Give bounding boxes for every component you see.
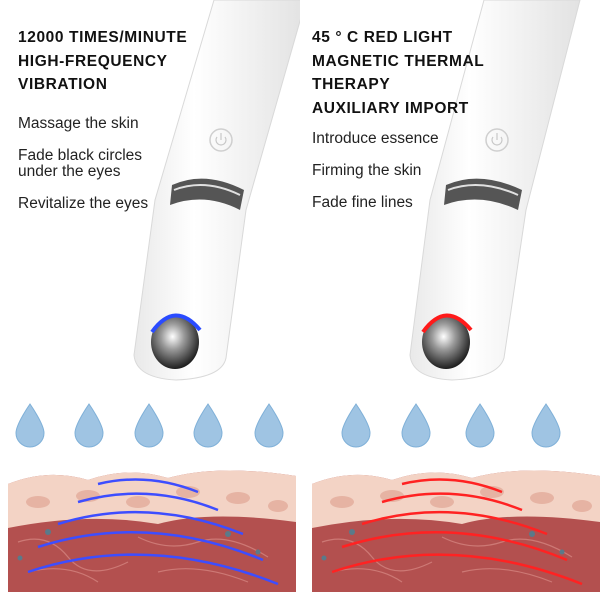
water-droplet-icon — [134, 403, 164, 448]
water-droplet-icon — [15, 403, 45, 448]
red-light-panel: 45 ° C RED LIGHT MAGNETIC THERMAL THERAP… — [300, 0, 600, 600]
feature-heading: 12000 TIMES/MINUTE HIGH-FREQUENCY VIBRAT… — [18, 29, 188, 93]
benefit-list: Introduce essence Firming the skin Fade … — [312, 131, 439, 227]
feature-heading: 45 ° C RED LIGHT MAGNETIC THERMAL THERAP… — [312, 29, 485, 117]
skin-layers-illustration — [312, 462, 600, 592]
benefit-item: Revitalize the eyes — [18, 195, 149, 212]
benefit-item: Fade black circles under the eyes — [18, 147, 143, 180]
power-button-icon — [485, 128, 509, 152]
droplet-row — [341, 403, 561, 448]
droplet-row — [15, 403, 284, 448]
water-droplet-icon — [401, 403, 431, 448]
water-droplet-icon — [254, 403, 284, 448]
water-droplet-icon — [465, 403, 495, 448]
blue-light-panel: 12000 TIMES/MINUTE HIGH-FREQUENCY VIBRAT… — [8, 0, 300, 592]
benefit-item: Introduce essence — [312, 130, 439, 147]
water-droplet-icon — [74, 403, 104, 448]
water-droplet-icon — [341, 403, 371, 448]
benefit-item: Fade fine lines — [312, 194, 413, 211]
benefit-item: Firming the skin — [312, 162, 422, 179]
benefit-list: Massage the skin Fade black circles unde… — [18, 116, 148, 228]
power-button-icon — [209, 128, 233, 152]
benefit-item: Massage the skin — [18, 115, 139, 132]
eye-massager-device-blue — [133, 0, 300, 381]
skin-layers-illustration — [8, 462, 296, 592]
eye-massager-device-red — [409, 0, 581, 381]
water-droplet-icon — [193, 403, 223, 448]
water-droplet-icon — [531, 403, 561, 448]
